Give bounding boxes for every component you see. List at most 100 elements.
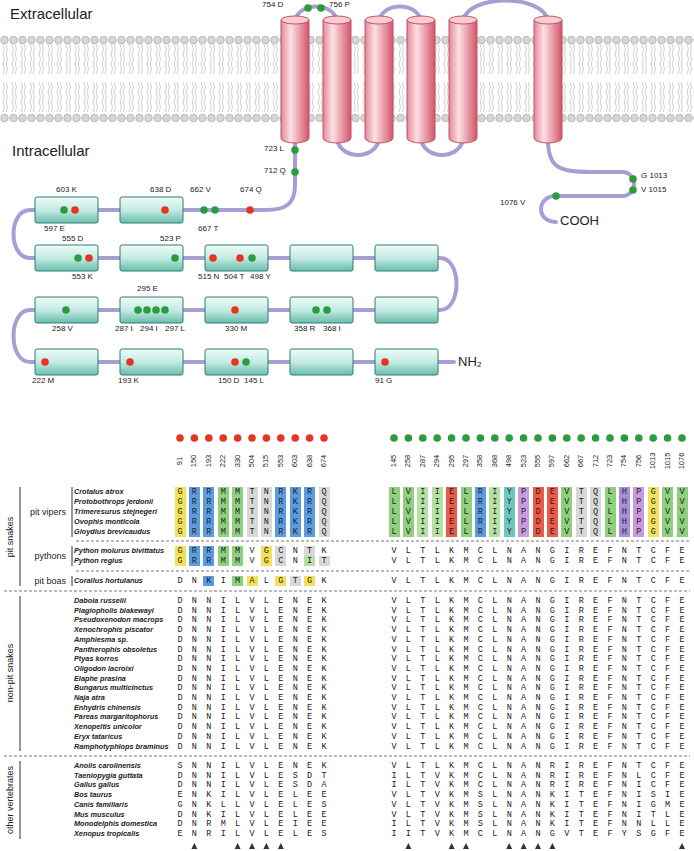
residue-cell: E <box>304 615 315 625</box>
residue-cell: E <box>590 546 601 556</box>
residue-cell: T <box>417 606 428 616</box>
residue-cell: E <box>275 645 286 655</box>
residue-cell: T <box>247 487 258 497</box>
residue-cell: V <box>389 761 400 771</box>
residue-cell: T <box>633 546 644 556</box>
residue-cell: V <box>247 645 258 655</box>
residue-cell: E <box>590 790 601 800</box>
residue-cell: D <box>175 712 186 722</box>
residue-cell: K <box>319 722 330 732</box>
residue-cell: E <box>590 712 601 722</box>
residue-cell: M <box>461 732 472 742</box>
green-dot <box>678 434 686 442</box>
helix-cylinder <box>449 20 477 143</box>
sequence-row: V L T L K M C L N A N G I R E F N T C F … <box>0 615 694 625</box>
residue-label: 638 D <box>150 186 171 194</box>
residue-cell: S <box>475 800 486 810</box>
residue-cell: K <box>203 790 214 800</box>
residue-cell: D <box>175 819 186 829</box>
residue-cell: T <box>417 819 428 829</box>
residue-cell: L <box>389 517 400 527</box>
residue-cell: R <box>576 664 587 674</box>
residue-cell: L <box>403 761 414 771</box>
site-markers <box>191 843 685 849</box>
residue-cell: V <box>677 507 688 517</box>
residue-cell: K <box>319 635 330 645</box>
red-dot <box>234 434 242 442</box>
helix-top <box>449 16 477 24</box>
sequence-row: G R R M M V G C N T K <box>0 546 694 556</box>
residue-cell: F <box>662 546 673 556</box>
residue-cell: D <box>175 693 186 703</box>
residue-cell: F <box>605 780 616 790</box>
residue-label: 358 R <box>294 325 315 333</box>
residue-cell: L <box>232 742 243 752</box>
residue-cell: T <box>417 546 428 556</box>
residue-cell: S <box>290 780 301 790</box>
residue-cell: K <box>446 683 457 693</box>
residue-cell: K <box>446 596 457 606</box>
green-dot <box>317 4 325 12</box>
residue-cell: L <box>403 645 414 655</box>
residue-cell: E <box>547 497 558 507</box>
residue-cell: K <box>319 761 330 771</box>
sequence-row: V L T L K M C L N A N G I R E F N T C F … <box>0 625 694 635</box>
residue-cell: K <box>446 645 457 655</box>
residue-cell: V <box>247 819 258 829</box>
residue-cell: F <box>662 635 673 645</box>
residue-cell: E <box>590 674 601 684</box>
residue-cell: P <box>633 517 644 527</box>
residue-cell: M <box>461 742 472 752</box>
residue-cell: C <box>475 742 486 752</box>
residue-cell: L <box>432 732 443 742</box>
red-dot <box>277 434 285 442</box>
residue-cell: G <box>648 800 659 810</box>
residue-cell: L <box>403 596 414 606</box>
residue-label: 1076 V <box>500 199 525 207</box>
species-name: Crotalus atrox <box>74 487 123 497</box>
triangle-marker <box>521 843 527 849</box>
species-name: Ramphotyphlops braminus <box>74 742 168 752</box>
residue-cell: M <box>461 703 472 713</box>
residue-cell: G <box>547 674 558 684</box>
residue-cell: M <box>232 487 243 497</box>
residue-cell: K <box>319 674 330 684</box>
residue-cell: V <box>247 654 258 664</box>
residue-cell: N <box>619 819 630 829</box>
residue-cell: N <box>203 596 214 606</box>
residue-cell: I <box>218 780 229 790</box>
residue-cell: T <box>417 615 428 625</box>
sequence-row: V L T L K M C L N A N G I R E F N T C F … <box>0 722 694 732</box>
residue-cell: L <box>261 819 272 829</box>
residue-cell: P <box>633 527 644 537</box>
position-number: 145 <box>390 455 398 468</box>
residue-cell: E <box>677 829 688 839</box>
residue-cell: N <box>533 664 544 674</box>
residue-cell: N <box>189 693 200 703</box>
residue-cell: N <box>504 556 515 566</box>
residue-cell: C <box>648 654 659 664</box>
residue-cell: H <box>619 487 630 497</box>
residue-cell: E <box>275 761 286 771</box>
residue-cell: L <box>261 712 272 722</box>
species-name: Xenopeltis unicolor <box>74 722 142 732</box>
position-number: 330 <box>234 455 242 468</box>
residue-cell: V <box>389 722 400 732</box>
sequence-row: E N K I L V L E L E E <box>0 790 694 800</box>
residue-cell: E <box>547 517 558 527</box>
position-number: 1015 <box>664 453 672 470</box>
residue-cell: I <box>432 527 443 537</box>
residue-cell: M <box>461 771 472 781</box>
residue-cell: G <box>547 829 558 839</box>
residue-cell: L <box>461 517 472 527</box>
residue-cell: L <box>403 615 414 625</box>
residue-cell: T <box>417 761 428 771</box>
residue-cell: A <box>518 596 529 606</box>
residue-cell: E <box>677 761 688 771</box>
residue-cell: E <box>547 487 558 497</box>
residue-cell: L <box>232 635 243 645</box>
residue-cell: A <box>518 722 529 732</box>
red-dot <box>126 358 134 366</box>
residue-cell: K <box>547 790 558 800</box>
variable-site-dots <box>41 206 389 366</box>
